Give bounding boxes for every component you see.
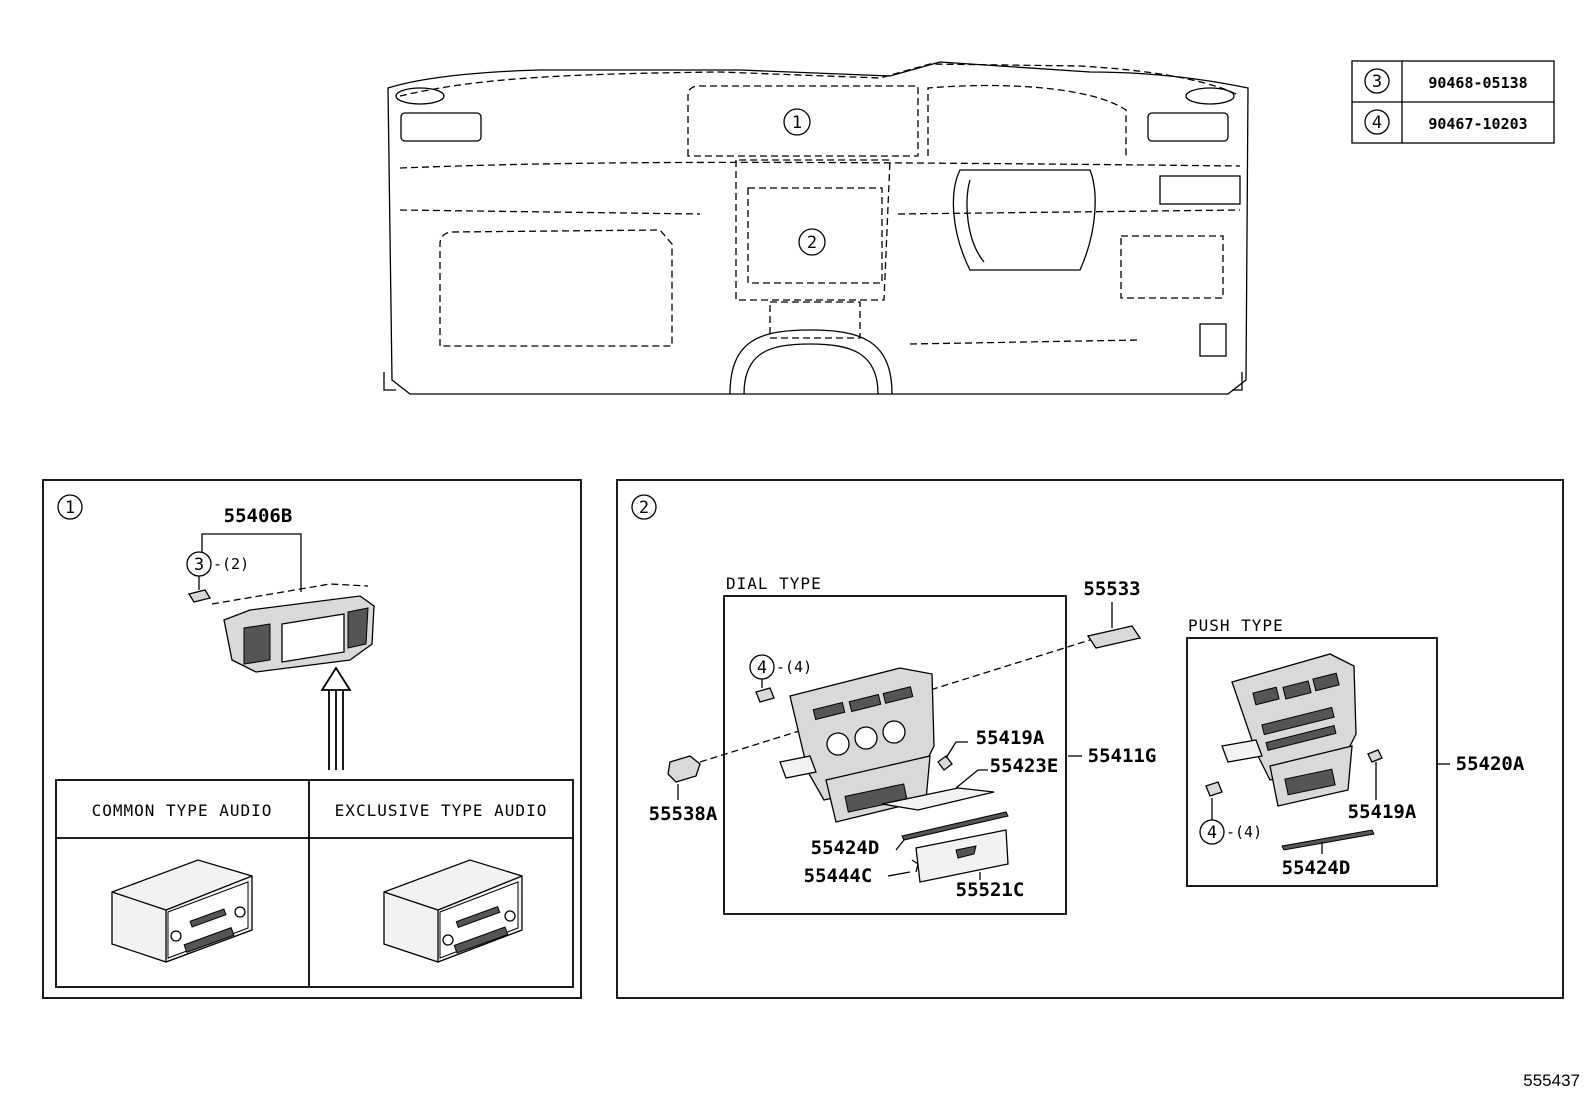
legend-marker-circle	[1364, 68, 1390, 94]
common-audio-unit	[111, 859, 253, 963]
push-type-box	[1186, 637, 1438, 887]
legend-part-1: 90468-05138	[1428, 74, 1527, 92]
label-55521C: 55521C	[956, 879, 1025, 901]
dial-clip-marker-4: 4	[757, 658, 767, 678]
legend-table: 3 90468-05138 4 90467-10203	[1351, 60, 1555, 144]
label-55423E: 55423E	[990, 755, 1059, 777]
label-push-55419A: 55419A	[1348, 801, 1417, 823]
part-55424D	[901, 811, 1009, 841]
col-common-type: COMMON TYPE AUDIO	[92, 801, 273, 820]
clip-marker-3: 3	[194, 555, 204, 575]
dial-type-title: DIAL TYPE	[726, 574, 822, 593]
part-55423E	[881, 787, 995, 811]
overview-marker-circle	[783, 108, 811, 136]
part-55533	[1086, 625, 1142, 649]
clip-icon	[187, 589, 212, 603]
label-55419A: 55419A	[976, 727, 1045, 749]
label-55533: 55533	[1083, 578, 1140, 600]
label-55420A: 55420A	[1456, 753, 1525, 775]
label-55538A: 55538A	[649, 803, 718, 825]
overview-marker-1: 1	[792, 113, 802, 133]
exclusive-audio-unit	[383, 859, 523, 963]
legend-part-2: 90467-10203	[1428, 115, 1527, 133]
dial-panel-55411G	[779, 667, 935, 823]
overview-marker-circle	[798, 228, 826, 256]
dial-clip-qty: -(4)	[776, 658, 812, 676]
clip-icon	[1205, 781, 1223, 797]
overview-marker-2: 2	[807, 233, 817, 253]
part-55424D	[1281, 829, 1375, 851]
label-55424D: 55424D	[811, 837, 880, 859]
push-type-title: PUSH TYPE	[1188, 616, 1284, 635]
part-55419A	[1367, 749, 1383, 763]
bezel-55406B	[211, 583, 375, 673]
legend-marker-4: 4	[1372, 113, 1382, 133]
legend-marker-3: 3	[1372, 72, 1382, 92]
part-55419A	[937, 755, 953, 771]
push-panel-55420A	[1221, 653, 1357, 807]
figure-reference-number: 555437	[1523, 1071, 1580, 1090]
col-exclusive-type: EXCLUSIVE TYPE AUDIO	[335, 801, 548, 820]
label-55411G: 55411G	[1088, 745, 1157, 767]
legend-marker-circle	[1364, 109, 1390, 135]
clip-icon	[755, 687, 775, 703]
panel2-marker: 2	[639, 498, 649, 518]
panel-1: 1 55406B 3 -(2) COMMON TYPE AUDIO EXCLUS…	[42, 479, 582, 999]
panel-2: 2 DIAL TYPE PUSH TYPE 55533 55538A 4 -(4…	[616, 479, 1564, 999]
dashboard-overview: 1 2	[383, 61, 1249, 395]
part-55444C	[911, 859, 919, 873]
label-push-55424D: 55424D	[1282, 857, 1351, 879]
push-clip-marker-4: 4	[1207, 823, 1217, 843]
label-55406B: 55406B	[224, 505, 293, 527]
label-55444C: 55444C	[804, 865, 873, 887]
clip-qty: -(2)	[213, 555, 249, 573]
panel1-marker: 1	[65, 498, 75, 518]
part-55538A	[667, 755, 701, 783]
push-clip-qty: -(4)	[1226, 823, 1262, 841]
